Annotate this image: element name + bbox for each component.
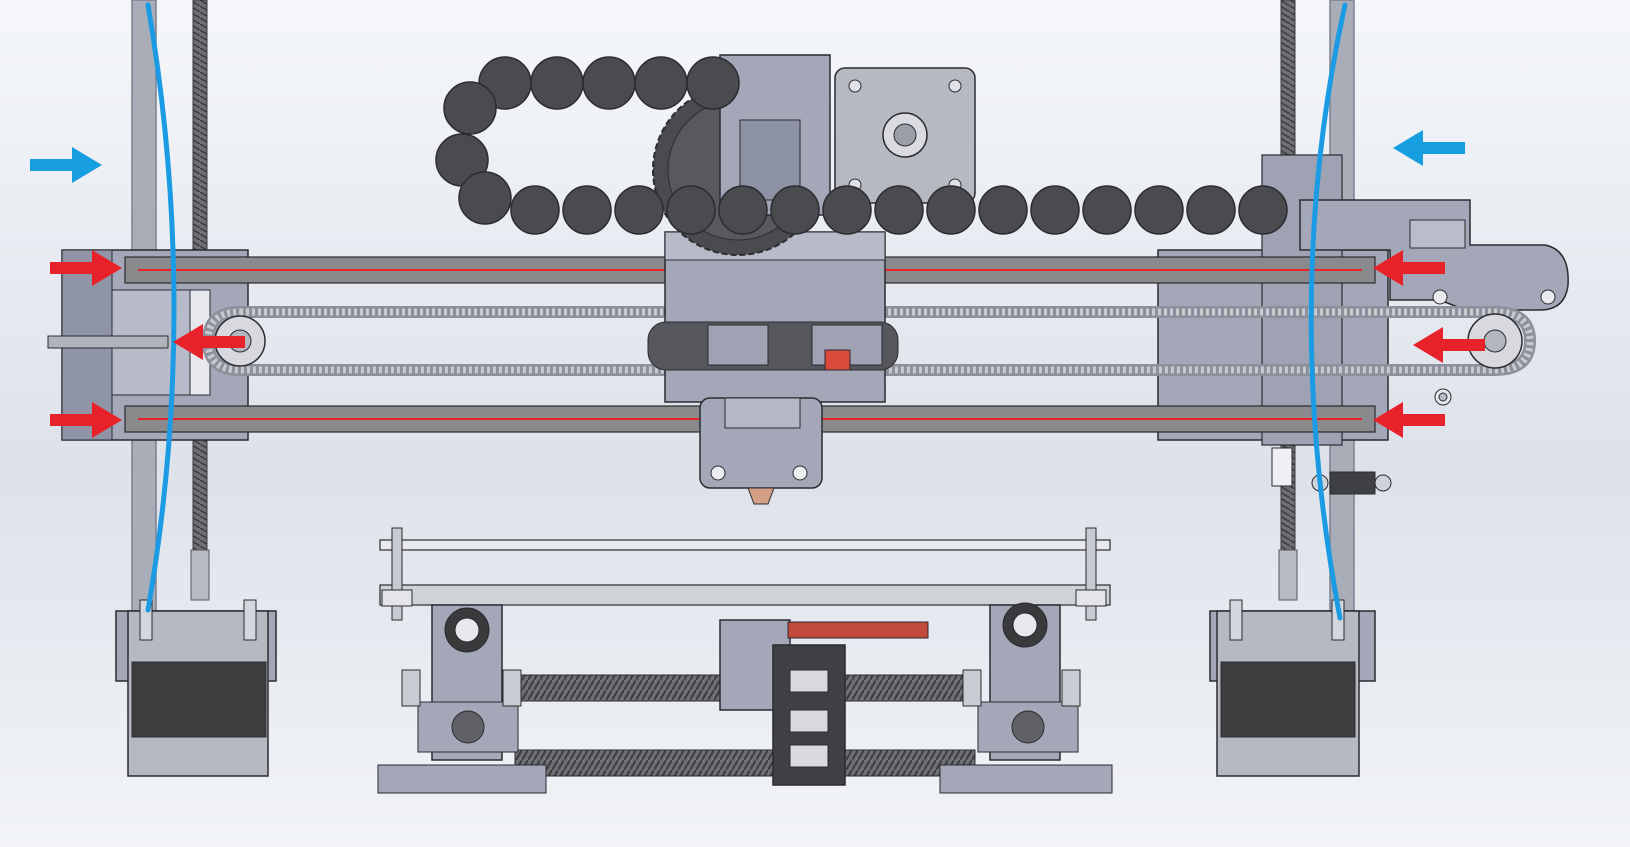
blue-arrow-right (1393, 130, 1465, 166)
cable-chain-link (634, 56, 688, 110)
red-arrow-belt-right (1413, 327, 1485, 363)
y-belt-clamp (719, 619, 929, 786)
right-coupler (1278, 549, 1298, 601)
left-tensioner-screw (47, 335, 169, 349)
cable-chain-link (443, 81, 497, 135)
cable-chain-link (770, 185, 820, 235)
x-carriage (647, 231, 899, 505)
cable-chain-link (926, 185, 976, 235)
cable-chain-link (530, 56, 584, 110)
red-arrow-top-right (1373, 250, 1445, 286)
right-filament-curve (1308, 2, 1348, 621)
extruder-motor (834, 67, 976, 204)
cable-chain-link (582, 56, 636, 110)
arrow-layer (30, 130, 1485, 438)
cable-chain-link (718, 185, 768, 235)
cable-chain (435, 56, 1288, 235)
right-y-bracket (939, 602, 1113, 794)
red-arrow-belt-left (173, 324, 245, 360)
left-z-motor (115, 599, 277, 777)
y-threaded-rod-bottom (514, 749, 976, 777)
print-bed (379, 527, 1111, 621)
cable-chain-link (614, 185, 664, 235)
cable-chain-link (1238, 185, 1288, 235)
cable-chain-link (666, 185, 716, 235)
cable-chain-link (686, 56, 740, 110)
cable-chain-link (458, 171, 512, 225)
cable-chain-link (1030, 185, 1080, 235)
cable-chain-link (822, 185, 872, 235)
red-arrow-bottom-left (50, 402, 122, 438)
cable-chain-link (1134, 185, 1184, 235)
cable-chain-link (1186, 185, 1236, 235)
red-arrow-bottom-right (1373, 402, 1445, 438)
cable-chain-link (1082, 185, 1132, 235)
right-z-motor (1209, 599, 1376, 777)
cable-chain-link (874, 185, 924, 235)
blue-arrow-left (30, 147, 102, 183)
cable-chain-link (978, 185, 1028, 235)
left-y-bracket (377, 604, 547, 794)
left-coupler (190, 549, 210, 601)
cable-chain-link (510, 185, 560, 235)
left-filament-curve (145, 2, 177, 613)
red-arrow-top-left (50, 250, 122, 286)
cable-chain-link (562, 185, 612, 235)
